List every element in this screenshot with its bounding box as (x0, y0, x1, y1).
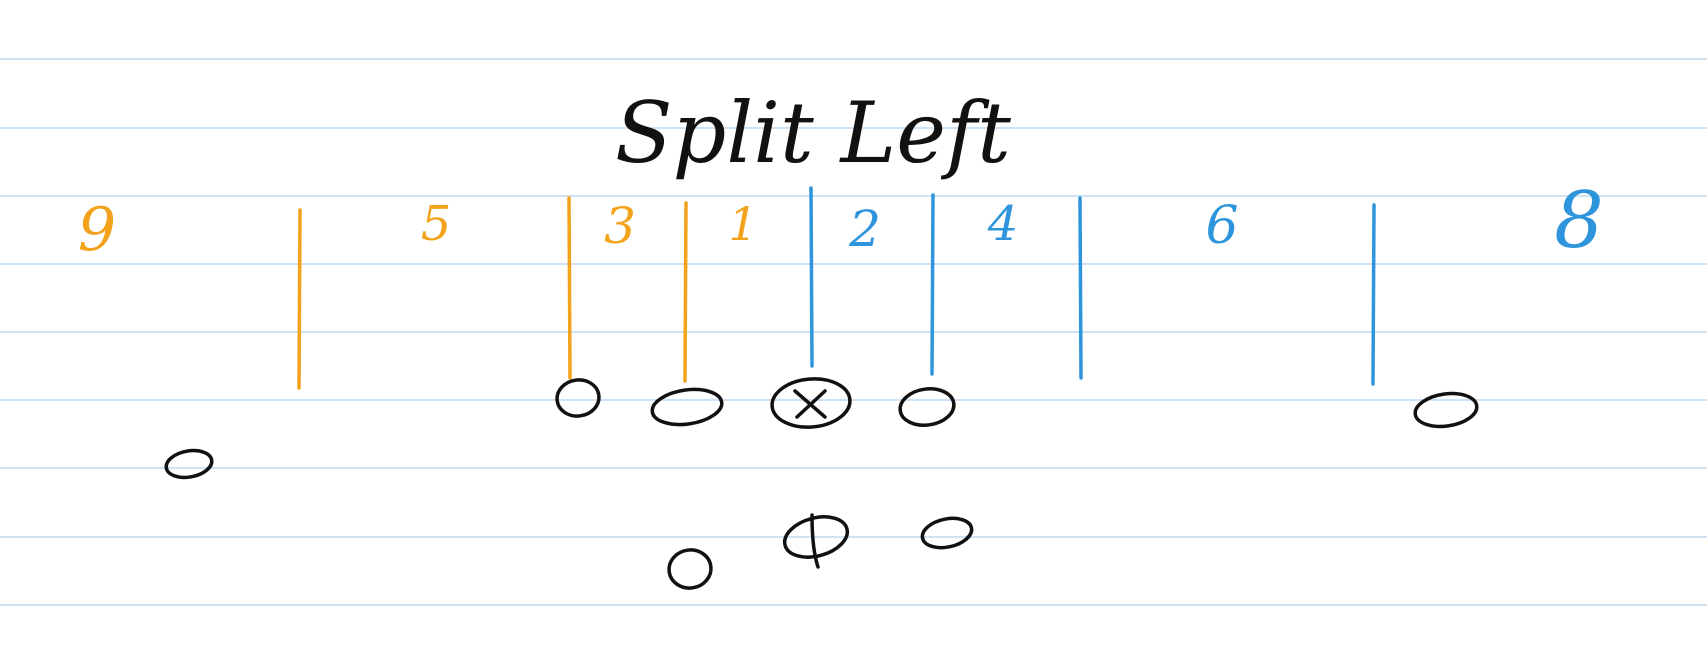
mark-circle (555, 378, 601, 418)
split-label-left: 1 (728, 197, 757, 251)
split-label-right: 2 (848, 200, 881, 258)
split-label-right: 6 (1205, 196, 1238, 256)
mark-circle-x (770, 377, 852, 429)
split-label-left: 9 (78, 195, 116, 265)
mark-circle-tail (782, 513, 850, 569)
mark-circle (898, 387, 956, 427)
split-labels: 9 5 3 1 2 4 6 8 (78, 176, 1604, 266)
mark-circle (164, 448, 214, 480)
divider-line-right (809, 186, 814, 368)
divider-line-right (930, 193, 935, 376)
divider-line-left (683, 201, 688, 383)
divider-line-left (297, 208, 302, 390)
circle-marks (164, 377, 1479, 590)
split-label-right: 8 (1554, 176, 1604, 266)
divider-line-left (567, 196, 572, 380)
split-label-right: 4 (987, 196, 1019, 252)
mark-circle (1413, 391, 1479, 429)
split-label-left: 3 (604, 197, 636, 255)
ruled-lines (0, 58, 1707, 606)
split-label-left: 5 (421, 196, 452, 252)
mark-circle (650, 387, 724, 427)
divider-lines (297, 186, 1376, 390)
mark-circle (920, 516, 974, 550)
diagram-title: Split Left (615, 84, 1011, 182)
mark-circle (667, 548, 713, 590)
divider-line-right (1371, 203, 1376, 386)
divider-line-right (1078, 196, 1083, 380)
